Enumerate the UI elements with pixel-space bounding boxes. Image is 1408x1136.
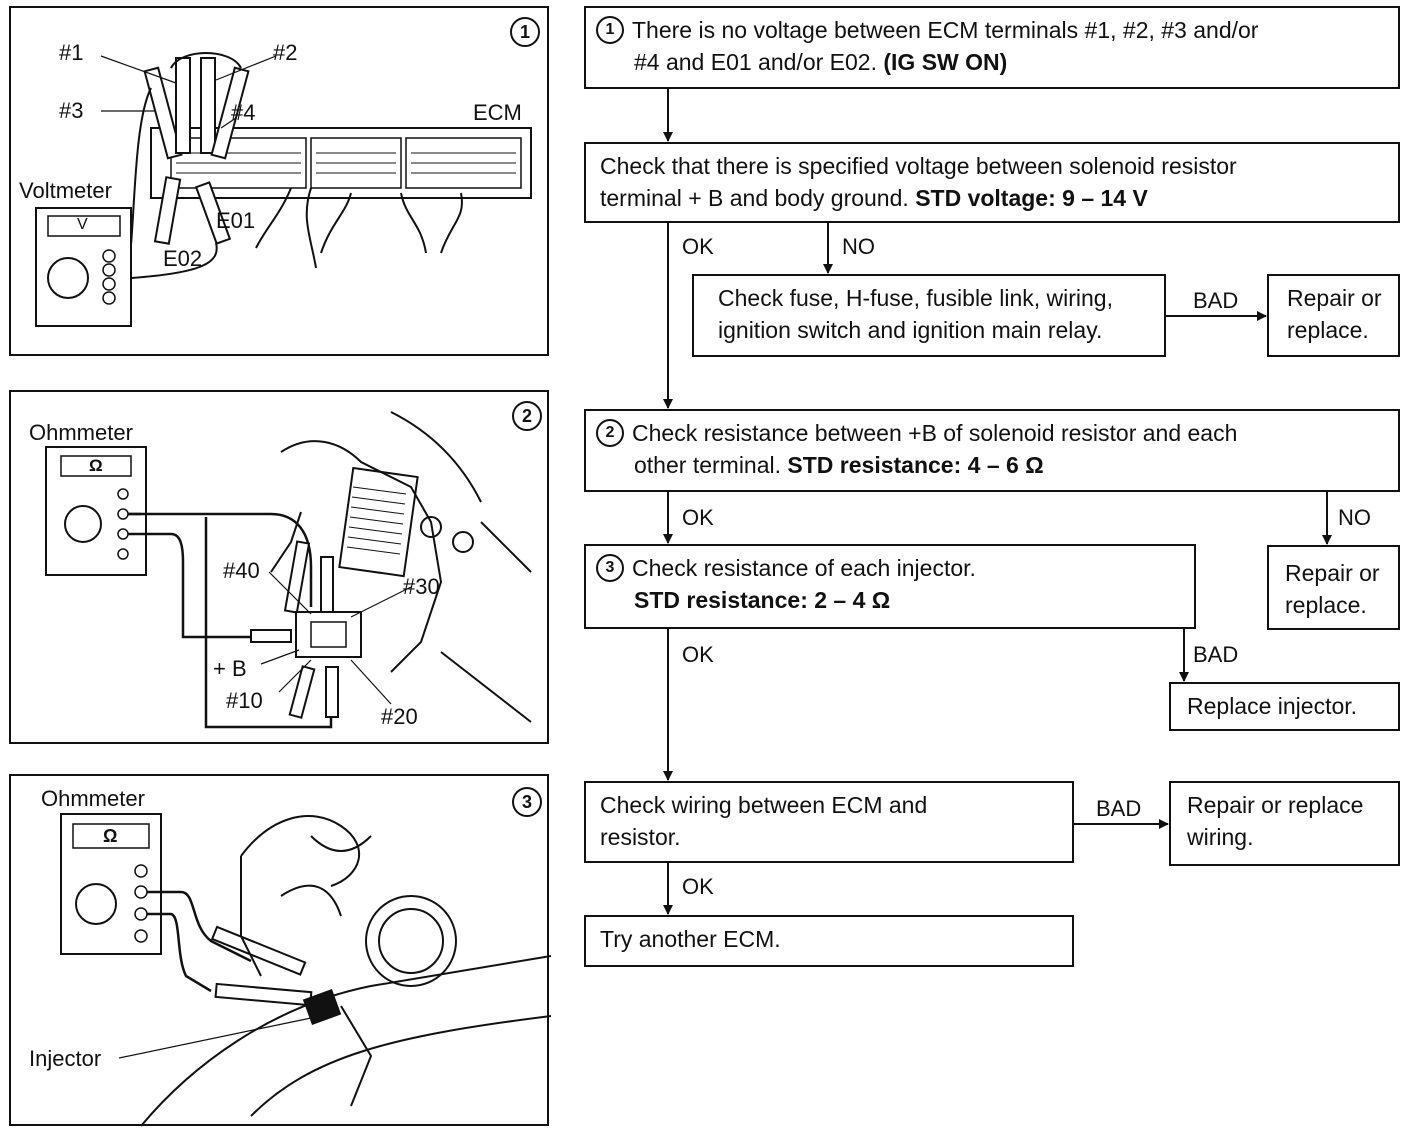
label-ohm-symbol: Ω — [89, 456, 103, 475]
flow-step-check-voltage: Check that there is specified voltage be… — [584, 142, 1400, 223]
text-line: Check resistance between +B of solenoid … — [632, 420, 1238, 446]
panel-number: 1 — [510, 17, 540, 47]
text-line: replace. — [1287, 317, 1369, 343]
spec-text: STD resistance: 2 – 4 Ω — [634, 587, 891, 613]
flow-step-2-check-resistance: 2 Check resistance between +B of solenoid… — [584, 409, 1400, 492]
text-line: Check fuse, H-fuse, fusible link, wiring… — [718, 285, 1113, 311]
label-e01: E01 — [216, 208, 256, 233]
panel-3-injector-illustration: 3 Ohmmeter Ω Injector — [9, 774, 551, 1127]
text-line: Replace injector. — [1187, 693, 1358, 719]
flow-result-repair-wiring: Repair or replace wiring. — [1169, 781, 1400, 866]
label-e02: E02 — [163, 246, 203, 271]
arrow-label-ok: OK — [682, 234, 714, 259]
panel-number: 3 — [512, 787, 542, 817]
flow-step-check-wiring: Check wiring between ECM and resistor. — [584, 781, 1074, 863]
flow-step-1-no-voltage: 1 There is no voltage between ECM termina… — [584, 6, 1400, 89]
label-ohm-symbol: Ω — [103, 826, 118, 846]
label-terminal-1: #1 — [59, 40, 84, 65]
text-line: There is no voltage between ECM terminal… — [632, 17, 1259, 43]
text-line: wiring. — [1187, 824, 1254, 850]
flow-step-check-fuse: Check fuse, H-fuse, fusible link, wiring… — [692, 274, 1166, 357]
label-voltmeter-v: V — [77, 216, 88, 233]
flow-step-try-another-ecm: Try another ECM. — [584, 915, 1074, 967]
label-injector: Injector — [29, 1046, 102, 1071]
label-terminal-2: #2 — [273, 40, 298, 65]
label-plus-b: + B — [213, 656, 247, 681]
arrow-label-no: NO — [1338, 505, 1371, 530]
label-ohmmeter: Ohmmeter — [29, 420, 133, 445]
spec-text: STD voltage: 9 – 14 V — [915, 185, 1148, 211]
flow-result-repair-replace-2: Repair or replace. — [1267, 545, 1400, 630]
label-terminal-4: #4 — [231, 100, 256, 125]
arrow-label-no: NO — [842, 234, 875, 259]
label-terminal-20: #20 — [381, 704, 418, 729]
label-terminal-30: #30 — [403, 574, 440, 599]
text-line: ignition switch and ignition main relay. — [718, 317, 1103, 343]
text-line: Try another ECM. — [600, 926, 781, 952]
step-number: 3 — [596, 553, 624, 582]
label-ecm: ECM — [473, 100, 522, 125]
panel-2-ohmmeter-illustration: 2 Ohmmeter Ω #40 #30 + B #10 #20 — [9, 390, 549, 744]
flow-result-repair-replace-1: Repair or replace. — [1267, 274, 1400, 357]
injector-measurement-drawing — [60, 813, 551, 1127]
flow-result-replace-injector: Replace injector. — [1169, 682, 1400, 731]
text-line: Check wiring between ECM and — [600, 792, 928, 818]
text-line: other terminal. — [634, 452, 782, 478]
text-line: replace. — [1285, 592, 1367, 618]
arrow-label-ok: OK — [682, 874, 714, 899]
ecm-voltmeter-drawing — [35, 52, 532, 327]
text-line: Check resistance of each injector. — [632, 555, 976, 581]
label-ohmmeter: Ohmmeter — [41, 786, 145, 811]
text-line: resistor. — [600, 824, 681, 850]
arrow-label-bad: BAD — [1193, 642, 1239, 667]
arrow-label-ok: OK — [682, 505, 714, 530]
label-voltmeter: Voltmeter — [19, 178, 112, 203]
arrow-label-bad: BAD — [1193, 288, 1239, 313]
text-line: #4 and E01 and/or E02. — [634, 49, 877, 75]
text-line: Check that there is specified voltage be… — [600, 153, 1237, 179]
step-number: 1 — [596, 15, 624, 44]
label-terminal-10: #10 — [226, 688, 263, 713]
solenoid-resistor-drawing — [45, 411, 532, 729]
step-number: 2 — [596, 418, 624, 447]
spec-text: STD resistance: 4 – 6 Ω — [787, 452, 1044, 478]
panel-1-voltmeter-illustration: 1 #1 #2 #3 #4 ECM Voltmeter V E01 E02 — [9, 6, 549, 356]
label-terminal-40: #40 — [223, 558, 260, 583]
text-line: Repair or — [1285, 560, 1380, 586]
label-terminal-3: #3 — [59, 98, 84, 123]
condition-text: (IG SW ON) — [883, 49, 1008, 75]
flow-step-3-check-injector: 3 Check resistance of each injector. STD … — [584, 544, 1196, 629]
panel-number: 2 — [512, 401, 542, 431]
arrow-label-ok: OK — [682, 642, 714, 667]
text-line: terminal + B and body ground. — [600, 185, 909, 211]
arrow-label-bad: BAD — [1096, 796, 1142, 821]
text-line: Repair or replace — [1187, 792, 1364, 818]
text-line: Repair or — [1287, 285, 1382, 311]
